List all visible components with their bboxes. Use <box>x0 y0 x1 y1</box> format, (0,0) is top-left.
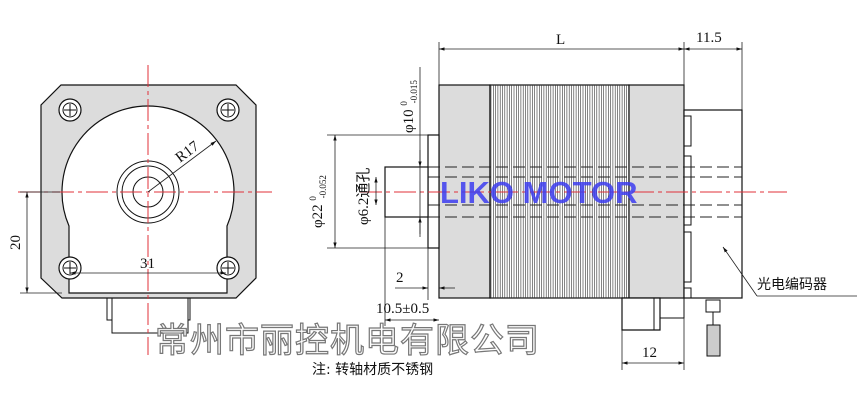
front-connector <box>106 298 191 334</box>
company-watermark: 常州市丽控机电有限公司 <box>155 321 540 361</box>
encoder-label: 光电编码器 <box>757 277 827 293</box>
shaft-tol-lower: -0.015 <box>409 80 419 104</box>
screw-icon <box>216 98 240 122</box>
boss-dia-label: φ22 <box>310 204 326 228</box>
side-view: L 11.5 φ10 0 -0.015 φ22 0 -0.052 φ6.2通孔 … <box>304 30 857 370</box>
encoder-length-label: 11.5 <box>696 30 722 46</box>
screw-holes <box>58 98 240 280</box>
hidden-bore-lines <box>428 166 742 218</box>
shaft-tol-upper: 0 <box>399 101 409 106</box>
brand-watermark: LIKO MOTOR <box>440 175 637 210</box>
svg-text:φ10 0 -0.015: φ10 0 -0.015 <box>395 80 419 133</box>
radius-leader <box>147 140 217 193</box>
width-label: 31 <box>140 256 155 272</box>
screw-icon <box>58 98 82 122</box>
shaft-length-label: 10.5±0.5 <box>376 301 429 317</box>
height-label: 20 <box>8 235 24 250</box>
material-note: 注: 转轴材质不锈钢 <box>312 362 433 378</box>
boss-height-label: 2 <box>396 270 404 286</box>
encoder-cable <box>705 299 721 357</box>
connector-label: 12 <box>642 345 657 361</box>
side-connector <box>621 297 661 331</box>
front-view: R17 31 20 <box>8 65 272 355</box>
shaft-dia-label: φ10 <box>401 109 417 133</box>
length-label: L <box>556 32 565 48</box>
encoder-housing <box>683 109 743 299</box>
screw-icon <box>58 256 82 280</box>
boss-tol-lower: -0.052 <box>318 175 328 198</box>
end-cap <box>61 105 235 294</box>
screw-icon <box>216 256 240 280</box>
hole-label: φ6.2通孔 <box>355 168 372 225</box>
boss-tol-upper: 0 <box>308 196 318 201</box>
svg-text:φ22 0 -0.052: φ22 0 -0.052 <box>304 175 328 228</box>
